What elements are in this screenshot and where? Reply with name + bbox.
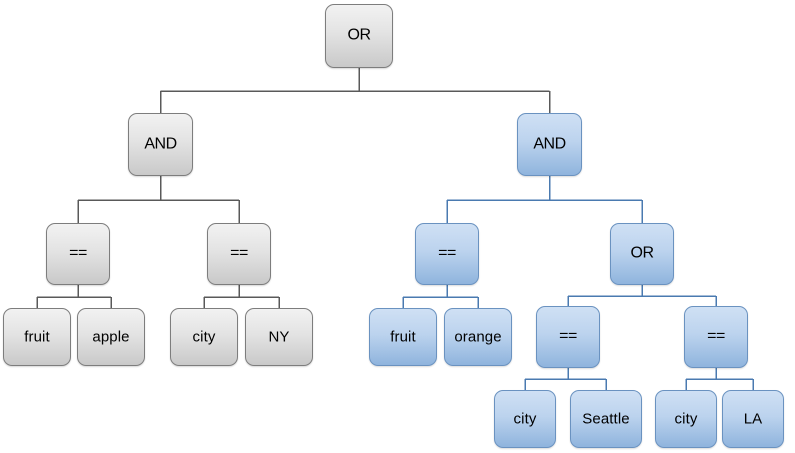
tree-node-or-right[interactable]: OR	[610, 223, 674, 285]
tree-node-label: ==	[438, 244, 456, 262]
tree-node-label: AND	[144, 135, 177, 152]
tree-node-label: city	[192, 328, 216, 345]
tree-node-leaf-city1[interactable]: city	[170, 308, 238, 366]
tree-node-eq-r2[interactable]: ==	[536, 306, 600, 368]
tree-node-eq-l1[interactable]: ==	[46, 223, 110, 285]
tree-node-and-left[interactable]: AND	[128, 113, 193, 176]
tree-node-and-right[interactable]: AND	[517, 113, 582, 176]
tree-node-eq-r1[interactable]: ==	[415, 223, 479, 285]
tree-node-leaf-apple[interactable]: apple	[77, 308, 145, 366]
tree-node-label: ==	[559, 327, 577, 345]
tree-node-label: orange	[454, 328, 502, 345]
tree-node-eq-r3[interactable]: ==	[684, 306, 748, 368]
tree-node-root[interactable]: OR	[325, 4, 393, 68]
tree-node-label: ==	[69, 244, 87, 262]
tree-node-label: city	[674, 410, 698, 427]
tree-node-leaf-fruit1[interactable]: fruit	[3, 308, 71, 366]
tree-node-label: city	[513, 410, 537, 427]
tree-node-label: ==	[707, 327, 725, 345]
tree-node-leaf-orange[interactable]: orange	[444, 308, 512, 366]
tree-node-leaf-la[interactable]: LA	[722, 390, 784, 448]
tree-node-label: OR	[347, 26, 372, 44]
tree-node-label: AND	[533, 135, 566, 152]
tree-node-eq-l2[interactable]: ==	[207, 223, 271, 285]
tree-node-label: fruit	[24, 328, 50, 345]
tree-node-leaf-ny[interactable]: NY	[245, 308, 313, 366]
tree-node-leaf-city3[interactable]: city	[655, 390, 717, 448]
tree-node-leaf-fruit2[interactable]: fruit	[369, 308, 437, 366]
tree-node-label: ==	[230, 244, 248, 262]
tree-node-label: NY	[268, 328, 290, 345]
tree-node-label: apple	[92, 328, 130, 345]
tree-node-label: LA	[743, 410, 763, 427]
tree-node-label: fruit	[390, 328, 416, 345]
tree-node-label: OR	[630, 244, 655, 262]
tree-node-label: Seattle	[582, 410, 630, 427]
tree-node-leaf-city2[interactable]: city	[494, 390, 556, 448]
tree-node-leaf-seattle[interactable]: Seattle	[570, 390, 642, 448]
